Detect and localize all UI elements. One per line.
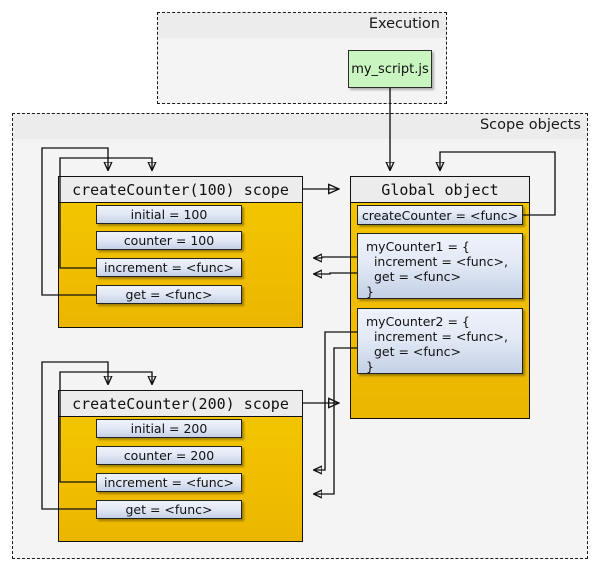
global-slot-createcounter[interactable]: createCounter = <func> (357, 205, 523, 225)
execution-frame-title: Execution (368, 16, 440, 32)
execution-frame-header-band (158, 13, 446, 38)
scope-box-createcounter-200-header: createCounter(200) scope (59, 391, 302, 417)
scope-slot-initial-100[interactable]: initial = 100 (96, 205, 242, 224)
scope-slot-get-200[interactable]: get = <func> (96, 500, 242, 519)
global-object-header: Global object (351, 177, 529, 203)
global-slot-mycounter1[interactable]: myCounter1 = { increment = <func>, get =… (357, 233, 523, 299)
scope-slot-counter-100[interactable]: counter = 100 (96, 231, 242, 250)
scope-objects-frame-title: Scope objects (479, 117, 581, 133)
global-slot-mycounter2[interactable]: myCounter2 = { increment = <func>, get =… (357, 308, 523, 374)
scope-slot-counter-200[interactable]: counter = 200 (96, 446, 242, 465)
script-node-my-script-js[interactable]: my_script.js (348, 50, 432, 88)
scope-slot-get-100[interactable]: get = <func> (96, 285, 242, 304)
scope-box-createcounter-100-header: createCounter(100) scope (59, 177, 302, 203)
scope-objects-frame-header-band (13, 114, 587, 139)
scope-slot-increment-100[interactable]: increment = <func> (96, 258, 242, 277)
scope-box-createcounter-100[interactable]: createCounter(100) scope (58, 176, 303, 328)
scope-slot-increment-200[interactable]: increment = <func> (96, 473, 242, 492)
scope-box-createcounter-200[interactable]: createCounter(200) scope (58, 390, 303, 542)
scope-slot-initial-200[interactable]: initial = 200 (96, 419, 242, 438)
